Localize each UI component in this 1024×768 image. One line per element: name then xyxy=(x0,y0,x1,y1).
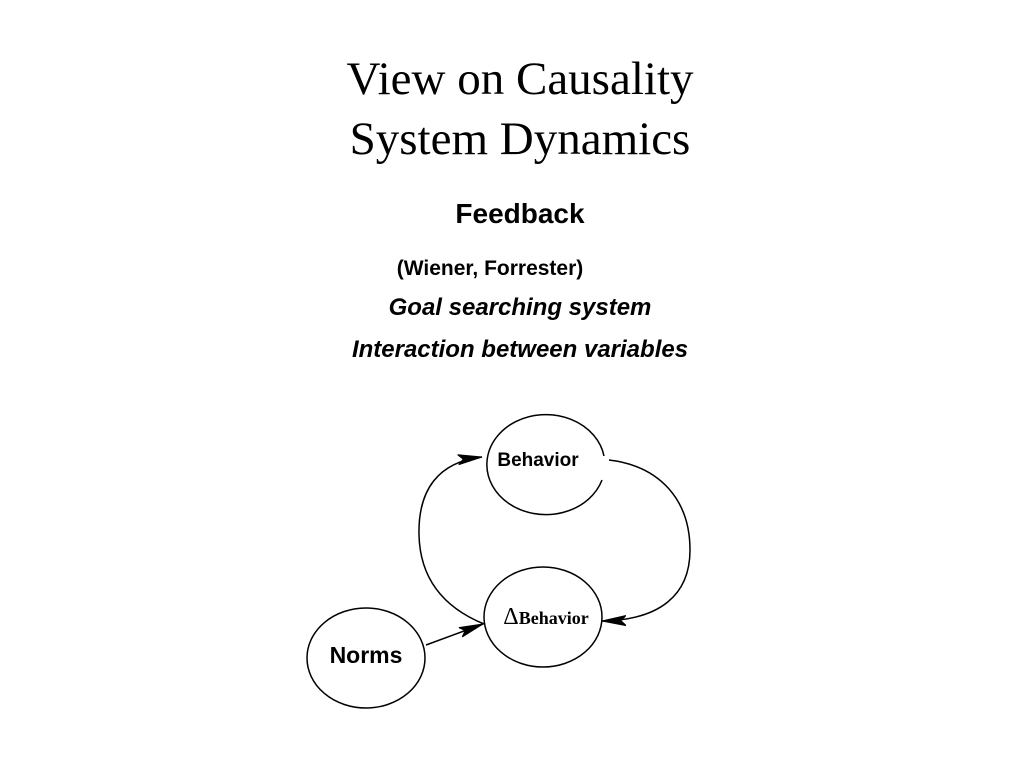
slide-title-line-1: View on Causality xyxy=(346,53,694,105)
arrow-behavior-to-delta xyxy=(602,459,691,621)
norms-node-ellipse xyxy=(306,607,426,709)
behavior-node-ellipse xyxy=(486,413,605,516)
delta-behavior-node-label: ΔBehavior xyxy=(503,604,588,630)
behavior-node: Behavior xyxy=(486,413,605,516)
interaction-text: Interaction between variables xyxy=(351,336,689,363)
delta-symbol: Δ xyxy=(503,604,518,630)
norms-node: Norms xyxy=(306,607,426,709)
feedback-heading: Feedback xyxy=(455,198,585,229)
goal-searching-text: Goal searching system xyxy=(388,294,652,321)
delta-behavior-node: ΔBehavior xyxy=(483,566,603,668)
slide-title-line-2: System Dynamics xyxy=(349,113,691,165)
authors-text: (Wiener, Forrester) xyxy=(396,257,584,280)
arrow-norms-to-delta xyxy=(425,623,483,646)
behavior-node-label: Behavior xyxy=(497,450,579,471)
delta-behavior-text: Behavior xyxy=(519,608,589,628)
norms-node-label: Norms xyxy=(330,642,403,668)
arrow-delta-to-behavior xyxy=(418,457,485,625)
